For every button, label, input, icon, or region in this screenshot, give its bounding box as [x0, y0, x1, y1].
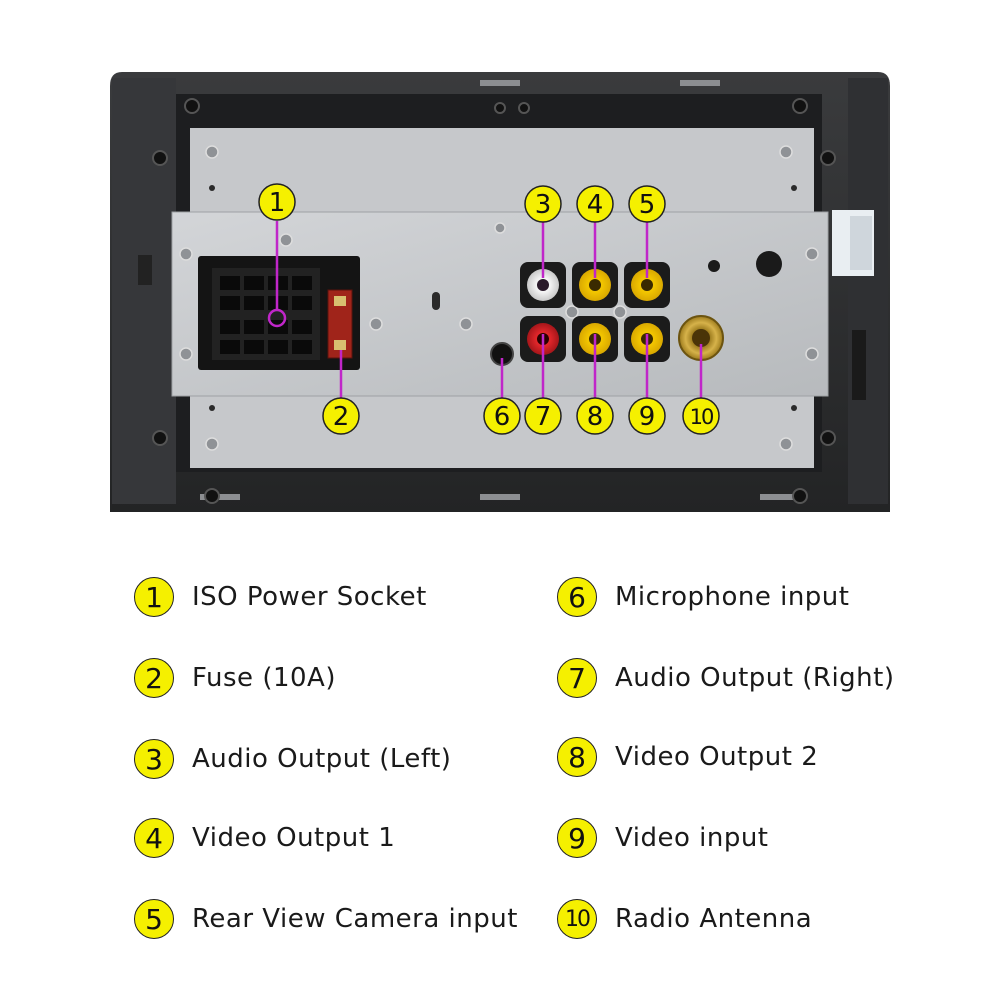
marker-6: 6	[483, 397, 521, 435]
legend-badge: 6	[557, 577, 597, 617]
svg-text:1: 1	[269, 188, 286, 218]
fuse	[327, 289, 353, 359]
legend-label: Audio Output (Right)	[615, 663, 895, 693]
marker-2: 2	[322, 397, 360, 435]
legend-badge: 3	[134, 739, 174, 779]
leader-lines	[267, 221, 703, 398]
legend-badge: 4	[134, 818, 174, 858]
legend-badge: 5	[134, 899, 174, 939]
rca-jack-yellow-1	[572, 262, 618, 308]
head-unit-rear-diagram: 1 2 3 4 5 6 7 8 9 10	[110, 72, 890, 512]
legend-item-10: 10 Radio Antenna	[557, 897, 812, 941]
legend-label: Video Output 1	[192, 823, 396, 853]
legend-item-2: 2 Fuse (10A)	[134, 656, 336, 700]
marker-9: 9	[628, 397, 666, 435]
legend-item-4: 4 Video Output 1	[134, 816, 395, 860]
legend-item-3: 3 Audio Output (Left)	[134, 737, 451, 781]
legend-item-7: 7 Audio Output (Right)	[557, 656, 895, 700]
marker-8: 8	[576, 397, 614, 435]
svg-text:5: 5	[639, 190, 656, 220]
legend-badge: 8	[557, 737, 597, 777]
svg-text:8: 8	[587, 402, 604, 432]
legend-item-1: 1 ISO Power Socket	[134, 575, 427, 619]
marker-1: 1	[258, 183, 296, 221]
legend-label: Radio Antenna	[615, 904, 813, 934]
legend-item-6: 6 Microphone input	[557, 575, 849, 619]
marker-5: 5	[628, 185, 666, 223]
legend-label: Rear View Camera input	[192, 904, 518, 934]
marker-3: 3	[524, 185, 562, 223]
svg-text:9: 9	[639, 402, 656, 432]
legend-badge: 10	[557, 899, 597, 939]
svg-text:7: 7	[535, 402, 552, 432]
legend-badge: 1	[134, 577, 174, 617]
legend-label: Audio Output (Left)	[192, 744, 452, 774]
rca-jack-white	[520, 262, 566, 308]
legend-label: Microphone input	[615, 582, 850, 612]
legend-badge: 9	[557, 818, 597, 858]
svg-text:10: 10	[690, 405, 713, 429]
legend-badge: 7	[557, 658, 597, 698]
legend-label: ISO Power Socket	[192, 582, 427, 612]
svg-text:2: 2	[333, 402, 350, 432]
legend-label: Video input	[615, 823, 769, 853]
legend-item-9: 9 Video input	[557, 816, 769, 860]
svg-text:6: 6	[494, 402, 511, 432]
rca-jack-yellow-2	[624, 262, 670, 308]
marker-10: 10	[682, 397, 720, 435]
legend-item-8: 8 Video Output 2	[557, 735, 818, 779]
legend-label: Fuse (10A)	[192, 663, 336, 693]
marker-7: 7	[524, 397, 562, 435]
marker-4: 4	[576, 185, 614, 223]
svg-text:3: 3	[535, 190, 552, 220]
svg-text:4: 4	[587, 190, 604, 220]
legend-item-5: 5 Rear View Camera input	[134, 897, 518, 941]
legend-label: Video Output 2	[615, 742, 819, 772]
legend-badge: 2	[134, 658, 174, 698]
